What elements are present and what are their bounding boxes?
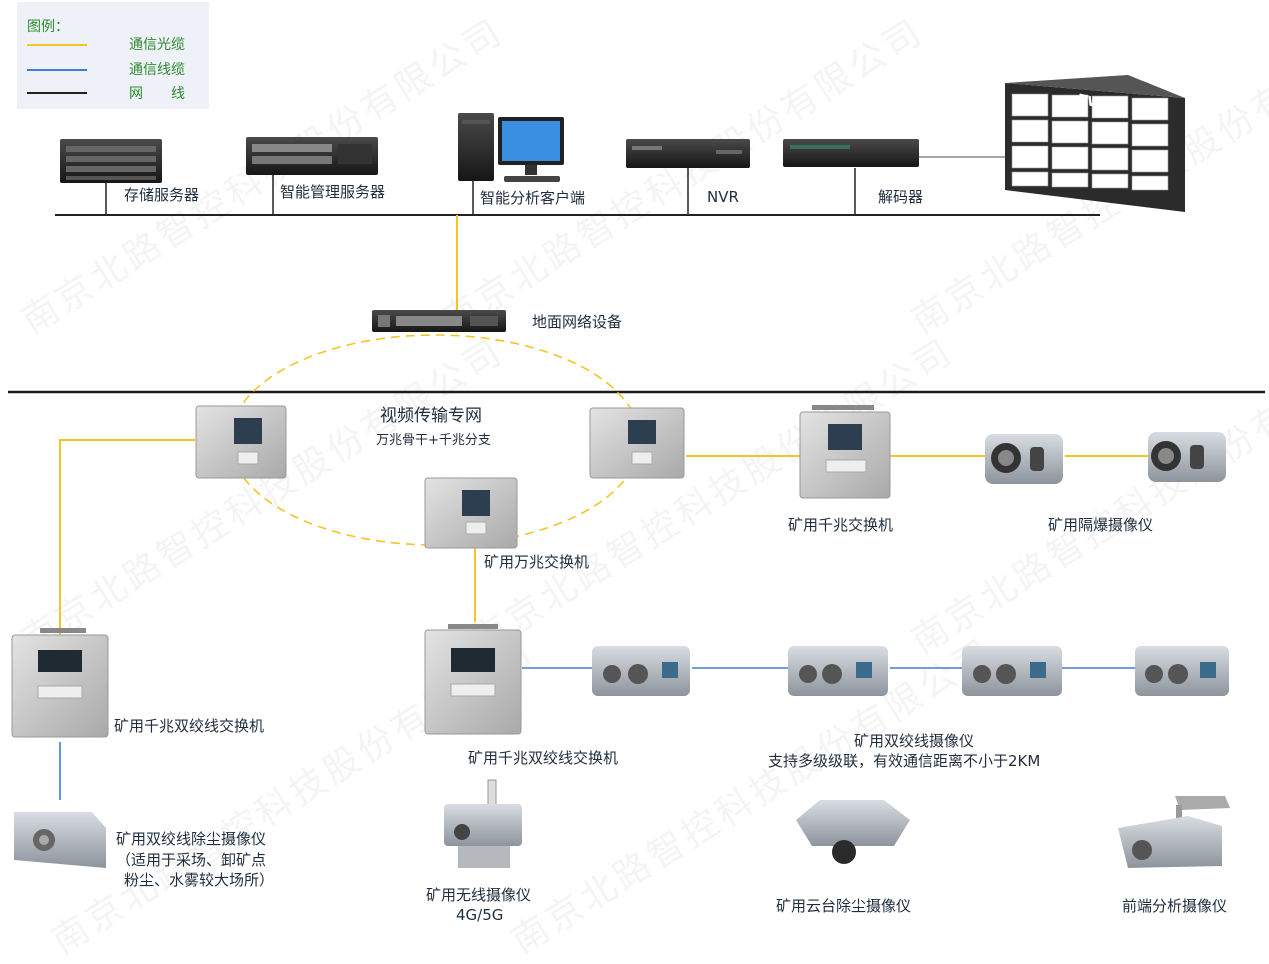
- twisted-camera-icon: [962, 646, 1062, 696]
- legend-title: 图例：: [27, 19, 69, 35]
- edge-camera-icon: [1118, 796, 1230, 868]
- label-twisted-cam-note: 支持多级级联，有效通信距离不小于2KM: [768, 752, 1041, 770]
- fiber-line: [59, 439, 195, 640]
- label-wireless-cam: 矿用无线摄像仪: [426, 886, 532, 904]
- gig-switch-top-icon: [799, 405, 891, 499]
- label-twisted-switch-mid: 矿用千兆双绞线交换机: [468, 749, 619, 767]
- legend-ethernet-line: [27, 92, 87, 94]
- tengig-switch-icon: [424, 477, 518, 549]
- explosion-camera-icon: [985, 434, 1063, 484]
- ptz-camera-icon: [796, 800, 910, 864]
- twisted-camera-icon: [788, 646, 888, 696]
- twisted-switch-mid-icon: [424, 624, 522, 735]
- label-explosion-cam: 矿用隔爆摄像仪: [1048, 516, 1154, 534]
- ring-title: 视频传输专网: [380, 406, 482, 426]
- network-diagram: [8, 75, 1265, 868]
- twisted-camera-icon: [1135, 646, 1229, 696]
- legend-fiber-line: [27, 44, 87, 46]
- twisted-switch-left-icon: [11, 628, 109, 738]
- label-dust-cam-3: 粉尘、水雾较大场所）: [124, 871, 275, 889]
- legend-cable-line: [27, 69, 87, 71]
- label-mgmt-server: 智能管理服务器: [280, 183, 386, 201]
- label-ground-net: 地面网络设备: [532, 313, 623, 331]
- label-twisted-cam: 矿用双绞线摄像仪: [854, 732, 975, 750]
- legend: 图例： 通信光缆 通信线缆 网 线: [17, 2, 209, 109]
- label-gig-switch-top: 矿用千兆交换机: [788, 516, 894, 534]
- label-twisted-switch-left: 矿用千兆双绞线交换机: [114, 717, 265, 735]
- dust-camera-icon: [14, 812, 106, 868]
- ground-switch-icon: [372, 310, 506, 332]
- wireless-camera-icon: [444, 779, 522, 868]
- ring-switch-right-icon: [589, 407, 685, 479]
- label-storage-server: 存储服务器: [124, 186, 200, 204]
- legend-item-ethernet: 网 线: [129, 86, 185, 102]
- ring-subtitle: 万兆骨干+千兆分支: [376, 433, 491, 448]
- label-nvr: NVR: [707, 188, 739, 206]
- management-server-icon: [246, 137, 378, 175]
- nvr-icon: [626, 139, 750, 168]
- label-edge-cam: 前端分析摄像仪: [1122, 897, 1228, 915]
- legend-item-fiber: 通信光缆: [129, 37, 185, 53]
- label-tengig-switch: 矿用万兆交换机: [484, 553, 590, 571]
- decoder-icon: [783, 139, 919, 167]
- label-analysis-client: 智能分析客户端: [480, 189, 586, 207]
- tv-wall-icon: [1005, 75, 1185, 212]
- label-dust-cam-2: （适用于采场、卸矿点: [116, 851, 267, 869]
- legend-item-cable: 通信线缆: [129, 62, 185, 78]
- storage-server-icon: [60, 139, 162, 183]
- label-ptz-cam: 矿用云台除尘摄像仪: [776, 897, 912, 915]
- explosion-camera-icon: [1148, 432, 1226, 482]
- label-dust-cam-1: 矿用双绞线除尘摄像仪: [116, 830, 267, 848]
- label-wireless-band: 4G/5G: [456, 906, 504, 924]
- label-decoder: 解码器: [878, 188, 924, 206]
- pc-client-icon: [458, 113, 564, 182]
- twisted-camera-icon: [592, 646, 690, 696]
- ring-switch-left-icon: [195, 405, 287, 479]
